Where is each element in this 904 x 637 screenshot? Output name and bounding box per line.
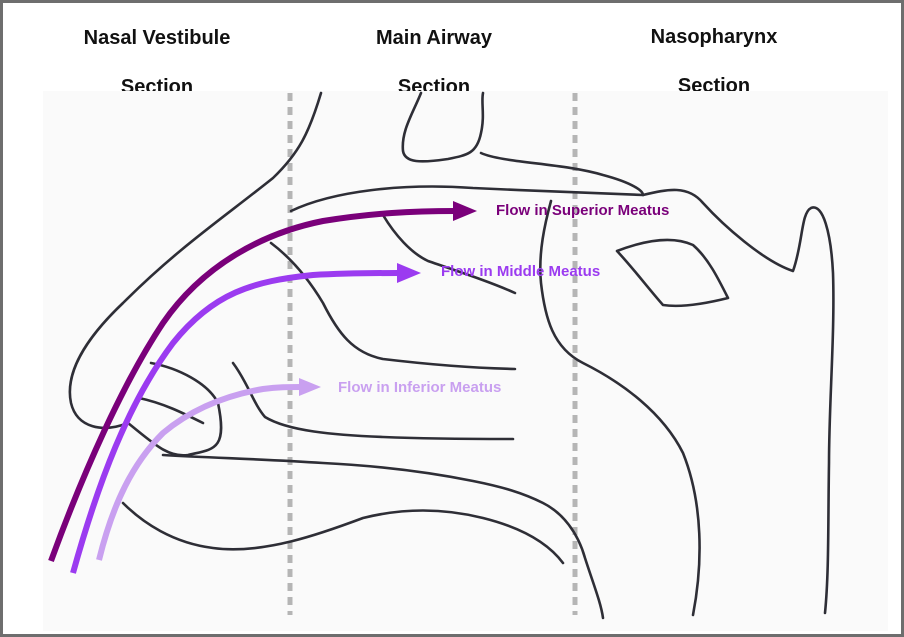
- nasal-airway-diagram: Flow in Superior Meatus Flow in Middle M…: [3, 3, 901, 634]
- inferior-flow-label: Flow in Inferior Meatus: [338, 379, 501, 396]
- superior-flow-label: Flow in Superior Meatus: [496, 202, 669, 219]
- middle-flow-label: Flow in Middle Meatus: [441, 263, 600, 280]
- sketch-background: [43, 91, 888, 631]
